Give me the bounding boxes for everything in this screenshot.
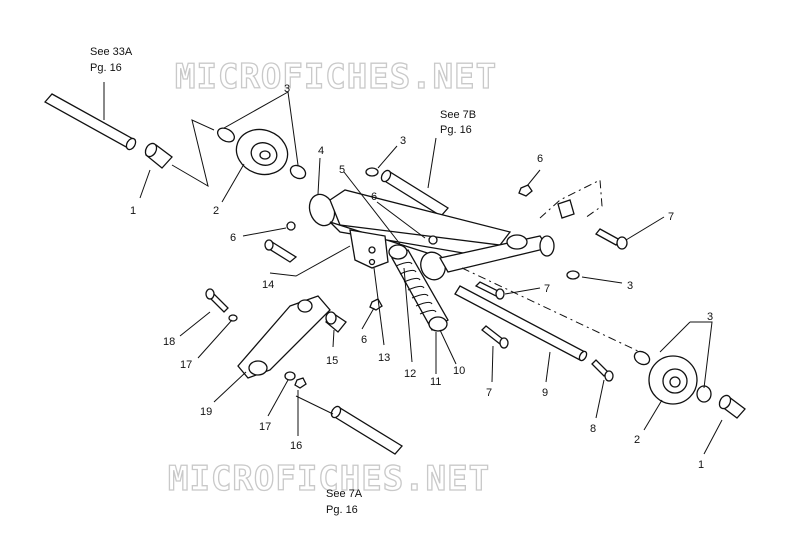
washer-17-top (228, 314, 238, 322)
upper-shaft-7b (380, 169, 449, 217)
callout-4: 4 (318, 145, 324, 157)
watermark-top: MICROFICHES.NET (175, 57, 497, 97)
callout-3-top-left: 3 (284, 83, 290, 95)
callout-6-top: 6 (371, 191, 377, 203)
bottom-shaft-7a (330, 405, 403, 455)
link-arm-19 (237, 295, 331, 379)
washer-17-low (284, 371, 296, 381)
nut-16 (294, 377, 307, 389)
watermark-bottom: MICROFICHES.NET (168, 459, 490, 499)
rear-arm-frame (308, 189, 555, 281)
callout-14: 14 (262, 279, 274, 291)
nut-6-top (428, 235, 438, 245)
top-shaft-left (43, 93, 137, 151)
callout-10: 10 (453, 365, 465, 377)
callout-1-right: 1 (698, 459, 704, 471)
bolt-8 (591, 359, 614, 382)
callout-7-mid: 7 (544, 283, 550, 295)
callout-2-right: 2 (634, 434, 640, 446)
callout-2-left: 2 (213, 205, 219, 217)
callout-5: 5 (339, 164, 345, 176)
ref-bottom-line2: Pg. 16 (326, 504, 358, 516)
shock-spring (388, 244, 449, 332)
callout-15: 15 (326, 355, 338, 367)
callout-3-mid: 3 (400, 135, 406, 147)
bolt-7-upper-right (595, 228, 628, 250)
long-shaft-9 (454, 285, 588, 362)
bushing-left (144, 142, 173, 169)
bolt-7-low (481, 325, 509, 349)
callout-3-right: 3 (627, 280, 633, 292)
callout-6-right: 6 (537, 153, 543, 165)
callout-17-low: 17 (259, 421, 271, 433)
bushing-15 (325, 311, 347, 333)
idler-wheel-right (633, 350, 712, 405)
callout-6-left: 6 (230, 232, 236, 244)
bushing-right (718, 394, 746, 419)
callout-7-low: 7 (486, 387, 492, 399)
ref-top-left-line1: See 33A (90, 46, 133, 58)
callout-9: 9 (542, 387, 548, 399)
callout-1-left: 1 (130, 205, 136, 217)
bolt-7-mid (474, 281, 505, 300)
callout-16: 16 (290, 440, 302, 452)
ref-top-mid-line2: Pg. 16 (440, 124, 472, 136)
nut-6-low (369, 298, 383, 311)
callout-6-low: 6 (361, 334, 367, 346)
callout-7-top-right: 7 (668, 211, 674, 223)
idler-wheel-left (216, 127, 307, 180)
callout-18: 18 (163, 336, 175, 348)
callout-17-top: 17 (180, 359, 192, 371)
callout-19: 19 (200, 406, 212, 418)
callout-3-bottom-right: 3 (707, 311, 713, 323)
washer-3-mid (365, 167, 379, 177)
leader-lines (103, 82, 723, 455)
ref-top-mid-line1: See 7B (440, 109, 476, 121)
callout-11: 11 (430, 376, 441, 388)
callout-8: 8 (590, 423, 596, 435)
nut-6-right (518, 184, 533, 197)
washer-3-right (566, 270, 580, 280)
nut-6-left (286, 221, 296, 231)
callout-12: 12 (404, 368, 416, 380)
bolt-18 (205, 288, 229, 313)
callout-13: 13 (378, 352, 390, 364)
bolt-14 (264, 239, 298, 263)
ref-bottom-line1: See 7A (326, 488, 363, 500)
ref-top-left-line2: Pg. 16 (90, 62, 122, 74)
